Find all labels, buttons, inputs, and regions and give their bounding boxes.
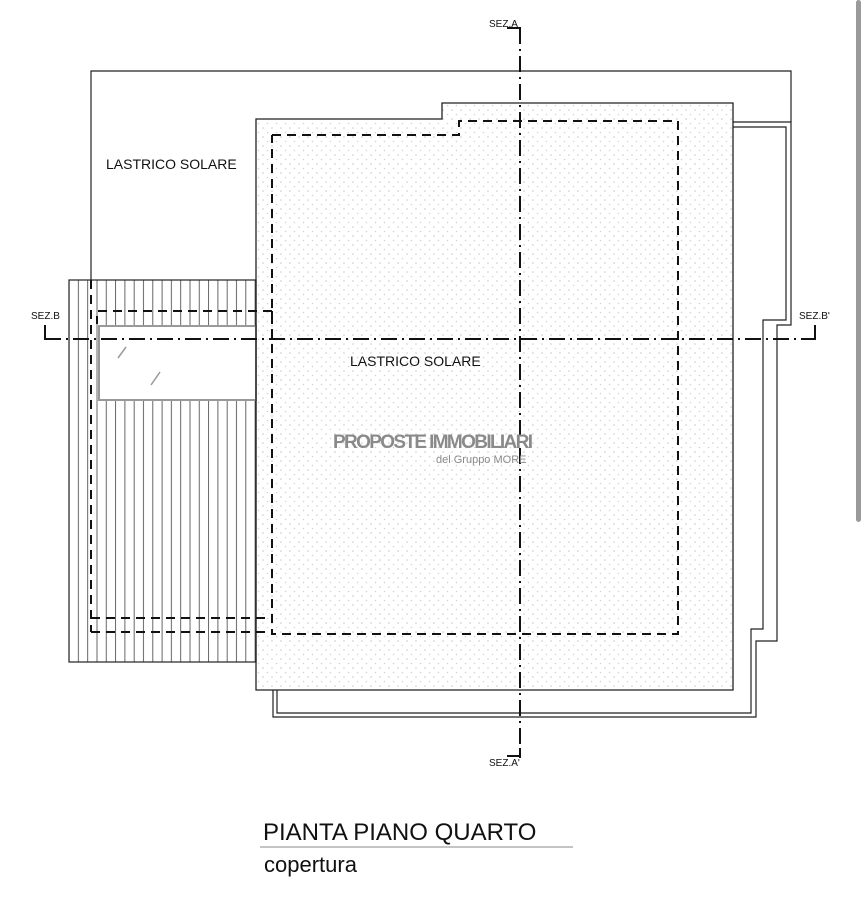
terrace-label-center: LASTRICO SOLARE	[350, 353, 481, 369]
section-label-a-top: SEZ.A	[489, 19, 518, 30]
right-wall-inner	[276, 126, 787, 714]
outer-boundary	[90, 70, 792, 280]
vertical-scrollbar[interactable]	[856, 0, 861, 522]
dashed-outline	[271, 120, 679, 635]
glass-mark	[117, 346, 127, 359]
terrace-label-top: LASTRICO SOLARE	[106, 156, 237, 172]
watermark-subtitle: del Gruppo MORE	[436, 454, 526, 466]
skylight	[98, 325, 257, 401]
section-label-b-right: SEZ.B'	[799, 311, 830, 322]
section-marker-b-left	[44, 325, 55, 340]
drawing-title: PIANTA PIANO QUARTO	[263, 819, 536, 846]
section-label-a-bottom: SEZ.A'	[489, 758, 520, 769]
drawing-subtitle: copertura	[264, 852, 358, 877]
glass-mark	[150, 371, 161, 386]
section-marker-b-right	[805, 325, 816, 340]
section-marker-a-bottom	[507, 748, 521, 757]
right-wall-outer	[272, 121, 792, 718]
main-roof	[255, 102, 734, 691]
section-label-b-left: SEZ.B	[31, 311, 60, 322]
section-marker-a-top	[507, 27, 521, 34]
dashed-outline-left	[96, 310, 272, 324]
watermark-title: PROPOSTE IMMOBILIARI	[333, 432, 533, 453]
